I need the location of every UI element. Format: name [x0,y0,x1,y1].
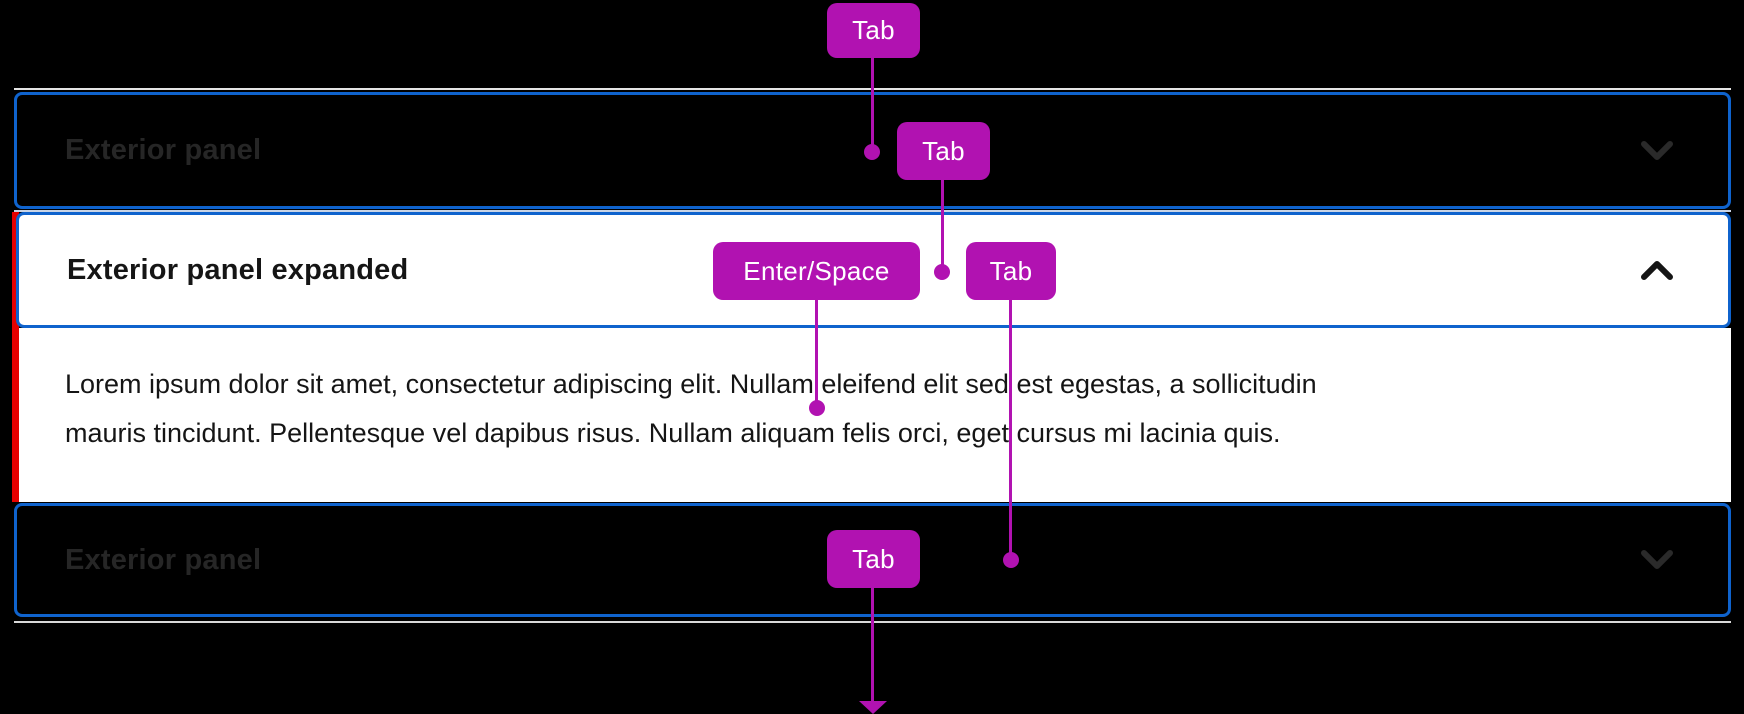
content-line: Lorem ipsum dolor sit amet, consectetur … [65,369,1317,399]
chevron-up-icon [1640,257,1674,283]
annotation-line [1009,300,1012,554]
annotation-line [941,180,944,266]
content-line: mauris tincidunt. Pellentesque vel dapib… [65,418,1281,448]
panel-title: Exterior panel expanded [67,253,409,286]
keyboard-badge-enter-space: Enter/Space [713,242,920,300]
expanded-item-left-border [12,212,19,502]
keyboard-badge-tab-4: Tab [827,530,920,588]
keyboard-badge-tab-3: Tab [966,242,1056,300]
chevron-down-icon [1640,138,1674,164]
panel-gap-separator [14,210,1731,212]
annotation-arrowhead-down [859,701,887,714]
annotation-dot [934,264,950,280]
chevron-down-icon [1640,547,1674,573]
annotation-dot [809,400,825,416]
annotation-dot [1003,552,1019,568]
panel-title: Exterior panel [65,134,262,166]
keyboard-badge-tab-2: Tab [897,122,990,180]
annotation-line [871,588,874,702]
expanded-panel-content: Lorem ipsum dolor sit amet, consectetur … [19,328,1731,502]
panel-title: Exterior panel [65,543,262,576]
annotation-line [815,300,818,402]
keyboard-badge-tab-1: Tab [827,3,920,58]
annotation-line [871,58,874,146]
annotation-dot [864,144,880,160]
